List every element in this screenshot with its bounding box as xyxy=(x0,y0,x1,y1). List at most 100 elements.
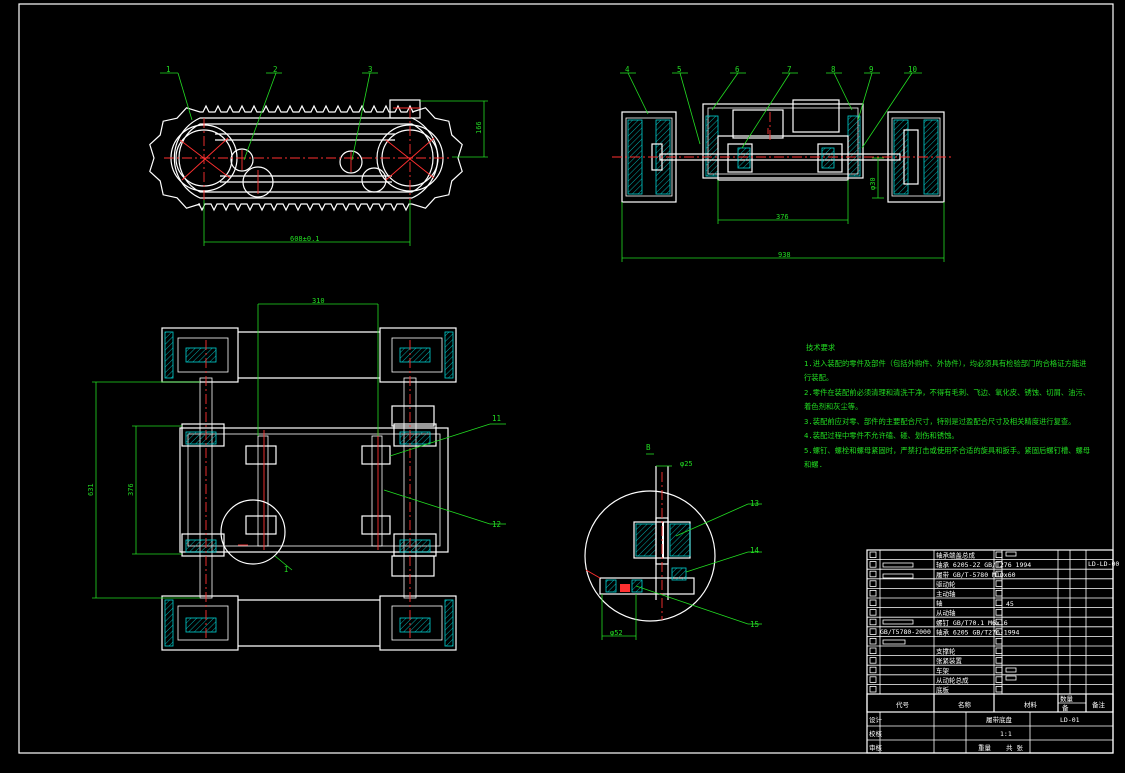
tb-row-index xyxy=(869,676,877,683)
tb-material-header: 材料 xyxy=(1024,700,1038,709)
tb-weight: 重量 xyxy=(978,744,992,752)
callout-1: 1 xyxy=(166,65,171,74)
detail-view-label: I xyxy=(284,565,289,574)
tb-name-header: 名称 xyxy=(958,700,972,709)
tb-row-name: 轴 xyxy=(936,599,943,608)
tb-code-header: 代号 xyxy=(896,700,910,709)
dim-front-total: 938 xyxy=(778,251,791,259)
tb-row-index xyxy=(869,599,877,606)
callout-11: 11 xyxy=(492,414,501,423)
tb-assembly-name: 履带底盘 xyxy=(986,715,1013,724)
front-view: 376 938 φ30 4 5 6 7 8 9 10 xyxy=(612,65,952,262)
tb-row-index xyxy=(869,618,877,626)
tb-drawing-no: LD-LD-00 xyxy=(1088,560,1119,568)
tb-series-code: LD-01 xyxy=(1060,716,1080,724)
tb-row-index xyxy=(995,599,1003,606)
tb-row-index xyxy=(995,638,1003,645)
dim-top-height-inner: 376 xyxy=(127,483,135,496)
callout-4: 4 xyxy=(625,65,630,74)
callout-3: 3 xyxy=(368,65,373,74)
callout-9: 9 xyxy=(869,65,874,74)
tech-line: 行装配。 xyxy=(804,373,833,382)
tb-row-index xyxy=(869,561,877,568)
tb-material: 45 xyxy=(1006,600,1014,608)
callout-2: 2 xyxy=(273,65,278,74)
tb-row-name: 张紧装置 xyxy=(936,656,963,665)
callout-15: 15 xyxy=(750,620,759,629)
tb-row-index xyxy=(869,628,877,635)
tb-row-index xyxy=(995,590,1003,597)
track-side-view: 608±0.1 166 1 2 3 xyxy=(149,65,488,246)
tb-label-design: 设计 xyxy=(869,715,883,724)
tb-row-name: 轴承 6205 GB/T276-1994 xyxy=(936,627,1020,636)
tb-row-index xyxy=(995,676,1003,683)
tech-line: 1.进入装配的零件及部件（包括外购件、外协件），均必须具有检验部门的合格证方能进 xyxy=(804,359,1087,368)
tb-row-name: 轴承 6205-2Z GB/T276 1994 xyxy=(936,560,1031,569)
tb-row-name: 从动轮总成 xyxy=(936,675,969,684)
detail-view: B φ25 φ52 13 14 15 xyxy=(584,443,762,640)
callout-12: 12 xyxy=(492,520,501,529)
callout-8: 8 xyxy=(831,65,836,74)
tb-row-index xyxy=(869,551,877,558)
tb-row-name: 车架 xyxy=(936,666,950,675)
top-view: I 310 631 376 11 12 xyxy=(87,297,506,651)
tb-scale: 1:1 xyxy=(1000,730,1012,738)
dim-top-height-outer: 631 xyxy=(87,483,95,496)
callout-14: 14 xyxy=(750,546,760,555)
dim-track-height: 166 xyxy=(475,121,483,134)
tb-row-index xyxy=(869,580,877,587)
tb-row-index xyxy=(869,657,877,664)
tb-row-name: 从动轴 xyxy=(936,608,956,617)
dim-detail-bottom: φ52 xyxy=(610,629,623,637)
tb-note-small: 备 xyxy=(1062,703,1069,712)
tech-line: 着色剂和灰尘等。 xyxy=(804,402,862,411)
tech-line: 3.装配前应对零、部件的主要配合尺寸，特别是过盈配合尺寸及相关精度进行复查。 xyxy=(804,417,1075,426)
tech-line: 2.零件在装配前必须清理和清洗干净，不得有毛刺、飞边、氧化皮、锈蚀、切屑、油污、 xyxy=(804,388,1090,397)
callout-5: 5 xyxy=(677,65,682,74)
tb-row-name: 轴承端盖总成 xyxy=(936,551,976,560)
tb-label-approve: 审核 xyxy=(869,743,883,752)
callout-6: 6 xyxy=(735,65,740,74)
dim-top-width: 310 xyxy=(312,297,325,305)
tb-row-code: GB/T5780-2000 xyxy=(880,628,931,636)
tb-row-index xyxy=(995,647,1003,654)
dim-track-pitch: 608±0.1 xyxy=(290,235,320,243)
tb-row-index xyxy=(869,609,877,616)
tb-row-index xyxy=(869,590,877,597)
tech-line: 4.装配过程中零件不允许磕、碰、划伤和锈蚀。 xyxy=(804,431,959,440)
drawing-frame xyxy=(18,3,1114,754)
tb-row-index xyxy=(869,570,877,578)
callout-13: 13 xyxy=(750,499,759,508)
tb-row-index xyxy=(995,686,1003,693)
callout-10: 10 xyxy=(908,65,918,74)
tb-row-index xyxy=(995,666,1003,674)
tb-row-index xyxy=(995,551,1003,558)
tb-row-name: 螺钉 GB/T70.1 M6x16 xyxy=(936,618,1008,627)
tech-line: 和螺. xyxy=(804,460,823,469)
technical-requirements: 技术要求 1.进入装配的零件及部件（包括外购件、外协件），均必须具有检验部门的合… xyxy=(804,343,1090,469)
tb-row-index xyxy=(995,657,1003,664)
callout-7: 7 xyxy=(787,65,792,74)
tb-row-index xyxy=(869,666,877,674)
dim-front-height: φ30 xyxy=(869,177,877,190)
tb-row-index xyxy=(995,580,1003,587)
tb-sheet: 共 张 xyxy=(1006,743,1023,752)
tb-row-name: 驱动轮 xyxy=(936,579,956,588)
tb-row-name: 底板 xyxy=(936,685,950,694)
dim-detail-top: φ25 xyxy=(680,460,693,468)
tech-title: 技术要求 xyxy=(806,343,836,352)
tb-row-index xyxy=(869,647,877,654)
tb-note-header: 备注 xyxy=(1092,700,1106,709)
detail-letter: B xyxy=(646,443,651,452)
dim-front-inner: 376 xyxy=(776,213,789,221)
tb-qty-header: 数量 xyxy=(1060,694,1074,703)
tb-row-name: 主动轴 xyxy=(936,589,956,598)
tb-row-name: 支撑轮 xyxy=(936,647,956,656)
tb-label-check: 校核 xyxy=(869,729,883,738)
tb-row-index xyxy=(995,609,1003,616)
tech-line: 5.螺钉、螺栓和螺母紧固时，严禁打击或使用不合适的旋具和扳手。紧固后螺钉槽、螺母 xyxy=(804,446,1090,455)
tb-row-index xyxy=(869,686,877,693)
tb-row-index xyxy=(869,638,877,645)
